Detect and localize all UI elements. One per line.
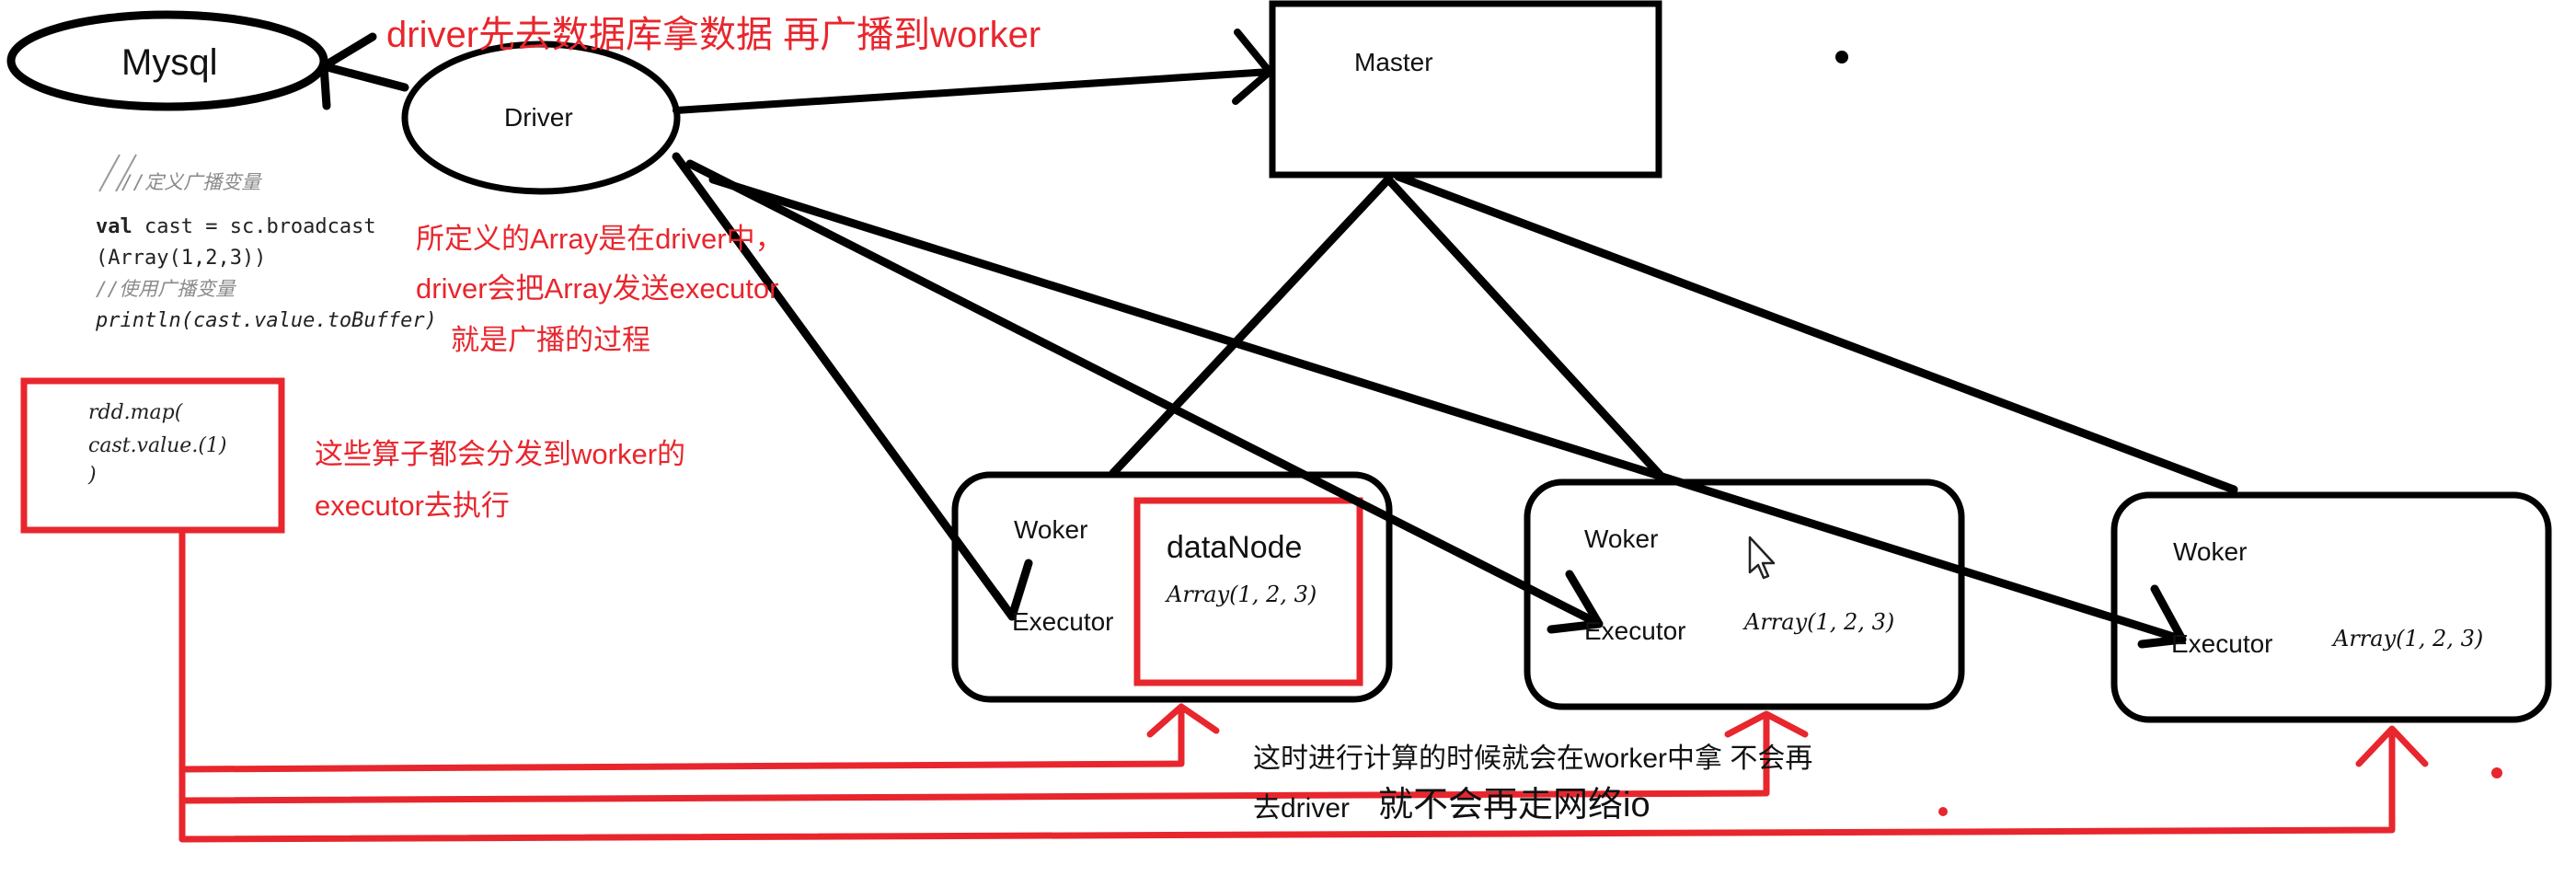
worker-2-label: Woker — [1584, 524, 1659, 553]
distribution-lines — [178, 526, 2396, 843]
driver-to-executor-2-arrow — [685, 159, 1604, 634]
executor-2-label: Executor — [1584, 617, 1686, 645]
note-driver-fetch: driver先去数据库拿数据 再广播到worker — [386, 15, 1041, 55]
driver-to-master-arrow — [673, 29, 1273, 114]
master-label: Master — [1354, 48, 1433, 76]
driver-label: Driver — [504, 103, 573, 132]
mouse-cursor-icon — [1748, 536, 1776, 580]
note-broadcast-line1: 所定义的Array是在driver中， — [416, 223, 784, 255]
code-box-line-3: ) — [88, 464, 97, 487]
driver-to-mysql-arrow — [319, 32, 409, 110]
executor-1-label: Executor — [1012, 607, 1114, 636]
red-dot-1 — [1938, 807, 1948, 816]
driver-to-executor-1-arrow — [672, 152, 1033, 621]
mysql-label: Mysql — [121, 42, 218, 83]
code-line-2: (Array(1,2,3)) — [96, 247, 267, 270]
worker-2-array: Array(1, 2, 3) — [1744, 609, 1895, 635]
note-operators-line2: executor去执行 — [315, 490, 510, 522]
master-to-worker-2-line — [1385, 176, 1666, 481]
worker-3-shape — [2110, 491, 2552, 723]
arrowhead-worker-1 — [1146, 703, 1220, 738]
comment-slash-marks — [98, 154, 137, 192]
datanode-box — [1133, 497, 1363, 686]
code-box-line-1: rdd.map( — [88, 401, 183, 424]
arrowhead-worker-2 — [1724, 710, 1809, 738]
datanode-label: dataNode — [1167, 530, 1303, 565]
worker-1-array: Array(1, 2, 3) — [1167, 582, 1317, 607]
worker-3-label: Woker — [2173, 537, 2248, 566]
code-comment-define: //定义广播变量 — [121, 171, 261, 193]
note-compute-line1: 这时进行计算的时候就会在worker中拿 不会再 — [1253, 743, 1813, 774]
mysql-node-shape — [6, 10, 328, 111]
code-box — [20, 377, 285, 534]
dot-mark — [1835, 51, 1848, 63]
arrowhead-worker-3 — [2355, 725, 2429, 767]
master-to-worker-1-line — [1109, 176, 1392, 478]
driver-node-shape — [401, 40, 681, 195]
worker-1-shape — [951, 471, 1393, 703]
note-operators-line1: 这些算子都会分发到worker的 — [315, 438, 686, 470]
code-line-3: println(cast.value.toBuffer) — [96, 309, 437, 332]
note-compute-line2a: 去driver — [1253, 793, 1351, 824]
code-line-1: val cast = sc.broadcast — [96, 217, 376, 237]
note-broadcast-line3: 就是广播的过程 — [451, 324, 650, 356]
worker-1-label: Woker — [1014, 515, 1088, 544]
worker-2-shape — [1524, 478, 1965, 710]
code-comment-use: //使用广播变量 — [96, 278, 236, 300]
code-keyword-val: val — [96, 215, 132, 238]
code-box-line-2: cast.value.(1) — [88, 434, 227, 457]
code-line-1-rest: cast = sc.broadcast — [132, 215, 376, 238]
master-to-worker-3-line — [1394, 172, 2238, 494]
note-broadcast-line2: driver会把Array发送executor — [416, 272, 779, 305]
master-node-shape — [1269, 0, 1662, 179]
worker-3-array: Array(1, 2, 3) — [2333, 626, 2484, 651]
red-dot-2 — [2491, 767, 2502, 778]
note-compute-line2b: 就不会再走网络io — [1378, 786, 1650, 824]
executor-3-label: Executor — [2171, 629, 2273, 658]
driver-to-executor-3-arrow — [708, 175, 2187, 649]
